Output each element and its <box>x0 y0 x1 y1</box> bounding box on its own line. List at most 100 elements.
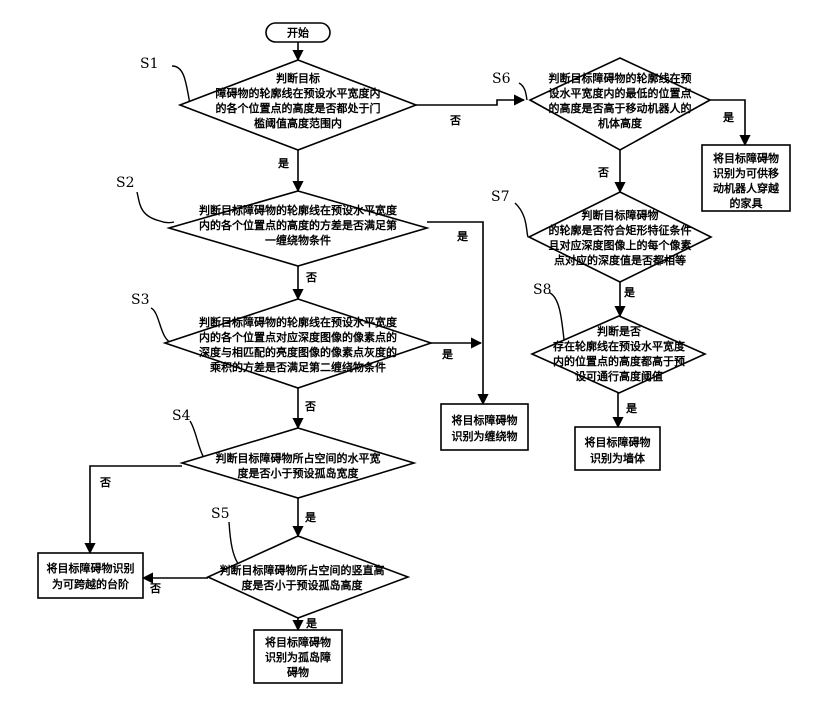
step-label-s6: S6 <box>492 71 511 87</box>
label-d2-yes: 是 <box>456 230 469 243</box>
d8-text: 判断是否 存在轮廓线在预设水平宽度 内的位置点的高度都高于预 设可通行高度阈值 <box>553 324 686 383</box>
result-wall-line-1: 将目标障碍物 <box>585 435 651 449</box>
result-island-box <box>253 629 343 684</box>
d7-line-3: 且对应深度图像上的每个像素 <box>549 238 692 252</box>
label-d7-yes: 是 <box>623 286 636 299</box>
d8-line-1: 判断是否 <box>597 324 641 338</box>
step-label-s3: S3 <box>131 292 150 308</box>
result-furniture-line-1: 将目标障碍物 <box>713 151 779 165</box>
step-label-s1: S1 <box>140 56 159 72</box>
result-island-line-1: 将目标障碍物 <box>265 635 331 649</box>
d6-line-3: 的高度是否高于移动机器人的 <box>549 101 692 115</box>
result-island-line-2: 识别为孤岛障 <box>265 650 331 664</box>
decision-d7 <box>527 191 713 283</box>
d2-text: 判断目标障碍物的轮廓线在预设水平宽度 内的各个位置点的高度的方差是否满足第 一缠… <box>199 203 398 247</box>
d2-line-2: 内的各个位置点的高度的方差是否满足第 <box>199 218 397 232</box>
result-furniture-box <box>701 144 791 212</box>
label-d6-no: 否 <box>597 166 609 179</box>
result-tangle-line-2: 识别为缠绕物 <box>452 429 518 443</box>
edge-d6-to-furniture <box>707 99 751 147</box>
label-d1-no: 否 <box>449 114 461 127</box>
result-tangle-box <box>440 403 529 451</box>
step-labels: S1 S2 S3 S4 S5 S6 S7 S8 <box>116 56 552 522</box>
result-island-text: 将目标障碍物 识别为孤岛障 碍物 <box>265 635 331 679</box>
result-furniture-line-4: 的家具 <box>730 196 763 210</box>
label-d3-no: 否 <box>304 400 316 413</box>
decision-d2 <box>166 190 430 267</box>
d2-line-3: 一缠绕物条件 <box>265 233 331 247</box>
connectors <box>84 42 751 632</box>
step-label-s7: S7 <box>491 189 510 205</box>
d7-line-2: 的轮廓是否符合矩形特征条件 <box>549 223 692 237</box>
decision-d3 <box>162 298 434 389</box>
d1-line-1: 判断目标 <box>276 71 320 85</box>
d3-text: 判断目标障碍物的轮廓线在预设水平宽度 内的各个位置点对应深度图像的像素点的 深度… <box>199 315 398 374</box>
d2-line-1: 判断目标障碍物的轮廓线在预设水平宽度 <box>199 203 398 217</box>
result-furniture-line-2: 识别为可供移 <box>713 166 779 180</box>
result-step-text: 将目标障碍物识别 为可跨越的台阶 <box>47 561 135 591</box>
d4-line-2: 度是否小于预设孤岛宽度 <box>238 466 360 480</box>
d5-line-1: 判断目标障碍物所占空间的竖直高 <box>220 563 385 577</box>
result-step-line-1: 将目标障碍物识别 <box>47 561 135 575</box>
d6-text: 判断目标障碍物的轮廓线在预 设水平宽度内的最低的位置点 的高度是否高于移动机器人… <box>549 71 692 130</box>
edge-d1-to-d6 <box>416 94 526 106</box>
result-wall-text: 将目标障碍物 识别为墙体 <box>585 435 651 465</box>
d6-line-4: 机体高度 <box>598 116 643 130</box>
result-step-box <box>37 552 144 599</box>
label-d6-yes: 是 <box>722 111 735 124</box>
d3-line-4: 乘积的方差是否满足第二缠绕物条件 <box>209 360 386 374</box>
d8-line-3: 内的位置点的高度都高于预 <box>553 354 685 368</box>
edge-labels: 是 否 是 否 是 否 是 否 是 否 是 否 是 是 <box>99 111 735 630</box>
decision-d5 <box>206 535 411 619</box>
start-label: 开始 <box>287 26 309 40</box>
decision-d4 <box>179 427 417 499</box>
label-d8-yes: 是 <box>625 402 638 415</box>
result-wall-box <box>574 426 661 471</box>
label-d4-yes: 是 <box>304 511 317 524</box>
d1-line-4: 槛阈值高度范围内 <box>254 116 342 130</box>
edge-d2-to-tangle <box>427 221 489 406</box>
result-tangle-line-1: 将目标障碍物 <box>452 413 518 427</box>
d5-line-2: 度是否小于预设孤岛高度 <box>242 578 364 592</box>
result-wall-line-2: 识别为墙体 <box>590 451 646 465</box>
decision-d6 <box>528 57 712 151</box>
leader-s7 <box>514 202 529 238</box>
edge-d4-to-step <box>84 465 182 555</box>
label-d4-no: 否 <box>99 476 111 489</box>
d3-line-2: 内的各个位置点对应深度图像的像素点的 <box>199 330 397 344</box>
step-label-s8: S8 <box>533 282 552 298</box>
d1-line-2: 障碍物的轮廓线在预设水平宽度内 <box>216 86 381 100</box>
d6-line-2: 设水平宽度内的最低的位置点 <box>549 86 692 100</box>
d3-line-3: 深度与相匹配的亮度图像的像素点灰度的 <box>199 345 397 359</box>
leader-s3 <box>150 307 173 344</box>
leader-s5 <box>228 521 243 569</box>
step-label-s2: S2 <box>116 175 135 191</box>
label-d1-yes: 是 <box>277 157 290 170</box>
decision-d1 <box>177 59 419 151</box>
d7-text: 判断目标障碍物 的轮廓是否符合矩形特征条件 且对应深度图像上的每个像素 点对应的… <box>549 208 692 267</box>
d6-line-1: 判断目标障碍物的轮廓线在预 <box>549 71 692 85</box>
result-furniture-text: 将目标障碍物 识别为可供移 动机器人穿越 的家具 <box>713 151 780 210</box>
label-d2-no: 否 <box>305 271 317 284</box>
result-step-line-2: 为可跨越的台阶 <box>52 577 130 591</box>
leader-s2 <box>136 191 175 224</box>
label-d5-no: 否 <box>149 582 161 595</box>
decision-d8 <box>530 315 707 394</box>
d4-text: 判断目标障碍物所占空间的水平宽 度是否小于预设孤岛宽度 <box>216 451 381 480</box>
start-node: 开始 <box>265 22 331 43</box>
step-label-s5: S5 <box>211 506 230 522</box>
step-label-s4: S4 <box>172 408 191 424</box>
result-tangle-text: 将目标障碍物 识别为缠绕物 <box>452 413 518 443</box>
leader-s4 <box>189 420 205 459</box>
leader-s6 <box>518 82 528 101</box>
label-d3-yes: 是 <box>441 348 454 361</box>
label-d5-yes: 是 <box>305 617 318 630</box>
d4-line-1: 判断目标障碍物所占空间的水平宽 <box>216 451 381 465</box>
result-furniture-line-3: 动机器人穿越 <box>713 181 780 195</box>
d8-line-2: 存在轮廓线在预设水平宽度 <box>553 339 686 353</box>
d5-text: 判断目标障碍物所占空间的竖直高 度是否小于预设孤岛高度 <box>220 563 385 592</box>
result-island-line-3: 碍物 <box>287 665 309 679</box>
d8-line-4: 设可通行高度阈值 <box>575 369 663 383</box>
d7-line-4: 点对应的深度值是否都相等 <box>554 253 686 267</box>
